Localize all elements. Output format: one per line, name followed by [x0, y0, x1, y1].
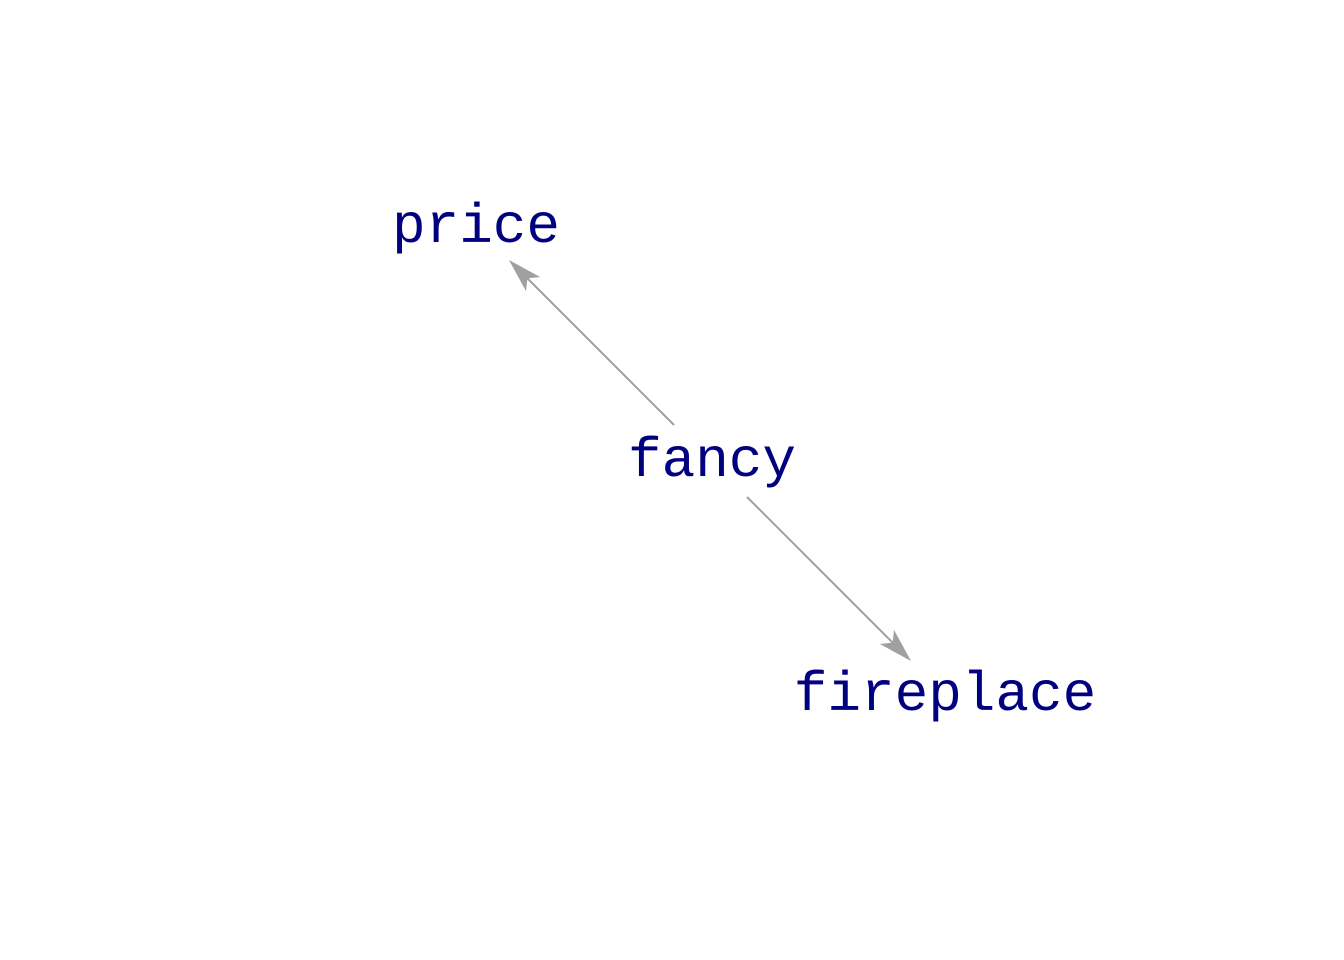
- arrowhead-fireplace: [879, 629, 911, 661]
- edge-fancy-to-fireplace: [746, 496, 894, 644]
- node-price: price: [392, 195, 560, 259]
- edges-layer: [509, 260, 911, 661]
- nodes-layer: price fancy fireplace: [392, 195, 1096, 727]
- arrowhead-price: [509, 260, 541, 292]
- node-fancy: fancy: [628, 429, 796, 493]
- edge-fancy-to-price: [526, 277, 675, 426]
- node-fireplace: fireplace: [794, 663, 1096, 727]
